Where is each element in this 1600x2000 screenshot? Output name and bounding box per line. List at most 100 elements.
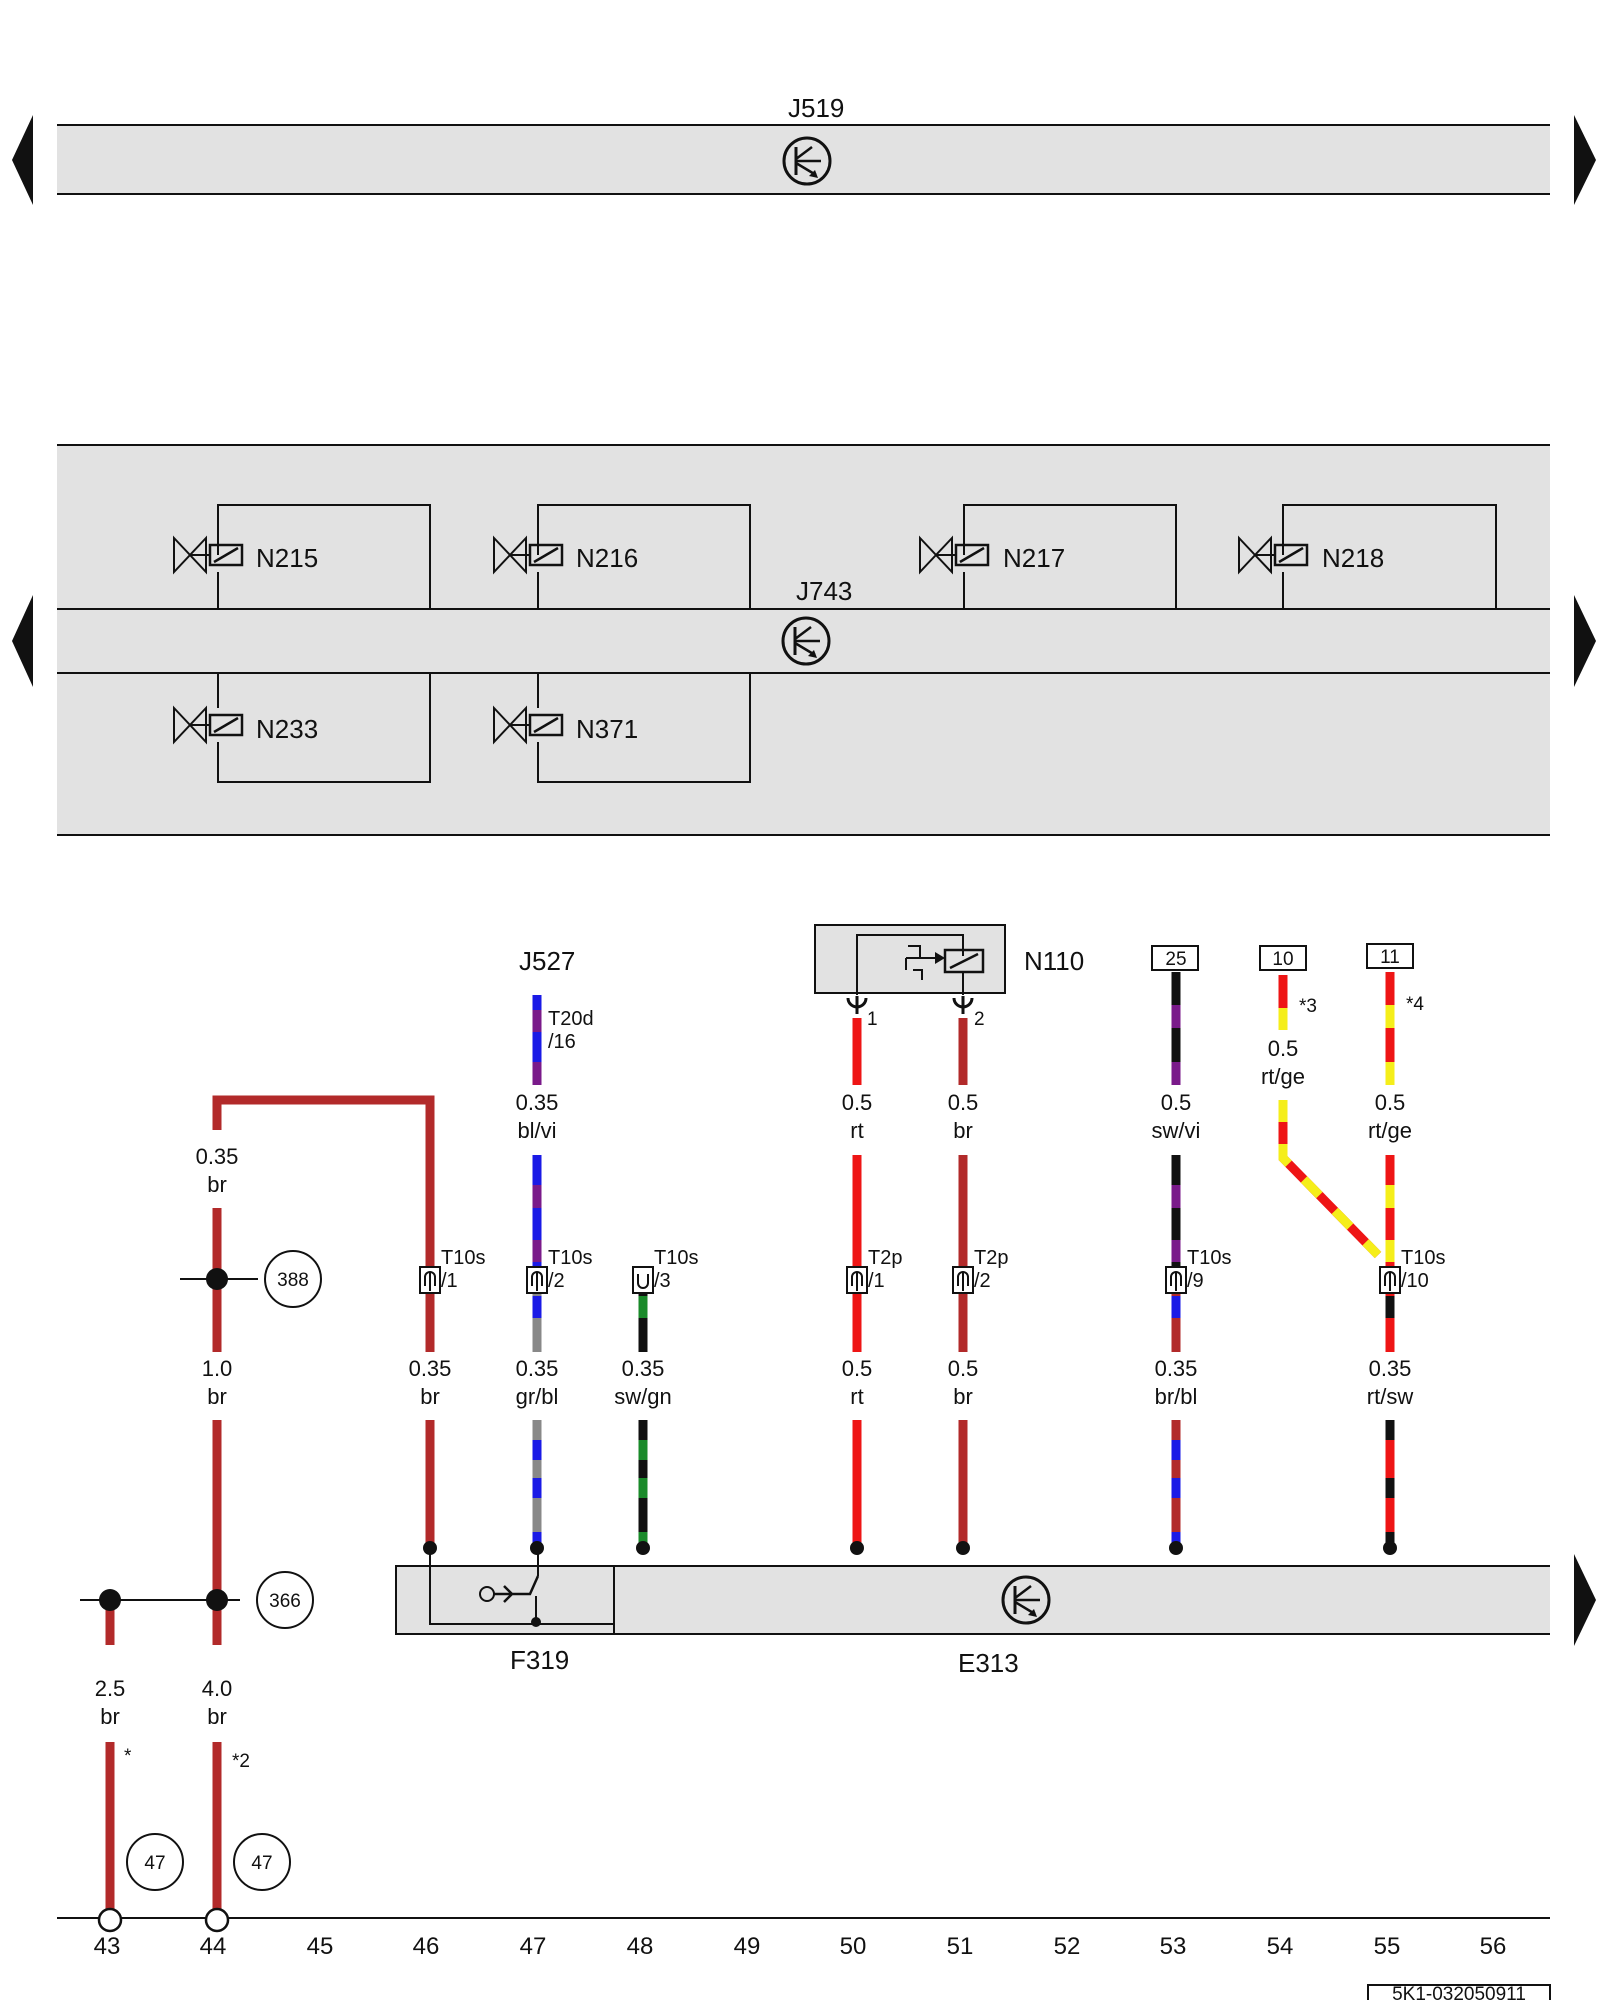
wire-size: 0.5 bbox=[1268, 1036, 1299, 1061]
wire-color: rt bbox=[850, 1118, 863, 1143]
wires bbox=[105, 972, 1395, 1915]
connector-name: T2p bbox=[868, 1247, 902, 1269]
valve-label-n371: N371 bbox=[576, 714, 638, 744]
reference-circles bbox=[126, 1250, 322, 1891]
j519-label: J519 bbox=[788, 93, 844, 123]
reference-boxes bbox=[1151, 943, 1414, 971]
column-number: 47 bbox=[520, 1933, 547, 1960]
footnote-mark: *4 bbox=[1406, 994, 1424, 1015]
terminal-circle bbox=[97, 1907, 123, 1933]
connector-pin: /1 bbox=[868, 1270, 885, 1292]
reference-388: 388 bbox=[277, 1270, 309, 1291]
connector-pin: /9 bbox=[1187, 1270, 1204, 1292]
connector-name: T10s bbox=[441, 1247, 485, 1269]
valve-label-n233: N233 bbox=[256, 714, 318, 744]
column-number: 50 bbox=[840, 1933, 867, 1960]
column-number: 53 bbox=[1160, 1933, 1187, 1960]
connector-icon bbox=[526, 1266, 548, 1294]
j519-module: J519 bbox=[57, 93, 1550, 195]
box-ref-11: 11 bbox=[1380, 947, 1400, 968]
wire-color: br bbox=[420, 1384, 440, 1409]
wire-size: 0.35 bbox=[409, 1356, 452, 1381]
e313-module: E313 bbox=[395, 1565, 1550, 1678]
j527-label: J527 bbox=[519, 946, 575, 976]
wire-44-loop bbox=[212, 1095, 435, 1270]
document-id-box bbox=[1367, 1984, 1551, 2000]
column-number: 43 bbox=[94, 1933, 121, 1960]
pin-label: 1 bbox=[867, 1009, 878, 1030]
column-number: 55 bbox=[1374, 1933, 1401, 1960]
wire-color: br bbox=[953, 1384, 973, 1409]
column-number: 48 bbox=[627, 1933, 654, 1960]
wire-color: rt/ge bbox=[1261, 1064, 1305, 1089]
connector-name: T10s bbox=[1187, 1247, 1231, 1269]
wire-color: bl/vi bbox=[517, 1118, 556, 1143]
e313-label: E313 bbox=[958, 1648, 1019, 1678]
connector-icon bbox=[632, 1266, 654, 1294]
connector-icon bbox=[952, 1266, 974, 1294]
connector-name: T20d bbox=[548, 1008, 594, 1030]
wire-color: sw/vi bbox=[1152, 1118, 1201, 1143]
wire-color: gr/bl bbox=[516, 1384, 559, 1409]
valve-label-n217: N217 bbox=[1003, 543, 1065, 573]
wire-size: 0.5 bbox=[842, 1356, 873, 1381]
valve-label-n215: N215 bbox=[256, 543, 318, 573]
wire-color: rt/ge bbox=[1368, 1118, 1412, 1143]
wire-size: 0.5 bbox=[948, 1090, 979, 1115]
connector-name: T10s bbox=[654, 1247, 698, 1269]
box-ref-25: 25 bbox=[1165, 949, 1186, 970]
wire-size: 0.35 bbox=[1369, 1356, 1412, 1381]
footnote-mark: *3 bbox=[1299, 996, 1317, 1017]
n110-valve: N110 bbox=[814, 924, 1084, 995]
column-number: 56 bbox=[1480, 1933, 1507, 1960]
n110-label: N110 bbox=[1024, 946, 1084, 976]
footnote-mark: *2 bbox=[232, 1751, 250, 1772]
footnote-mark: * bbox=[124, 1746, 132, 1767]
wire-color: rt bbox=[850, 1384, 863, 1409]
wire-color: br bbox=[207, 1704, 227, 1729]
wire-color: sw/gn bbox=[614, 1384, 671, 1409]
wire-size: 4.0 bbox=[202, 1676, 233, 1701]
wire-size: 0.5 bbox=[1161, 1090, 1192, 1115]
continue-right-arrow bbox=[1574, 595, 1596, 687]
wire-size: 0.35 bbox=[516, 1356, 559, 1381]
column-number: 44 bbox=[200, 1933, 227, 1960]
connector-icon bbox=[419, 1266, 441, 1294]
connector-icon bbox=[1165, 1266, 1187, 1294]
connector-name: T2p bbox=[974, 1247, 1008, 1269]
j743-module: J743 N215 N216 N217 N218 N233 N371 bbox=[57, 444, 1550, 836]
pin-label: 2 bbox=[974, 1009, 985, 1030]
junction-dot bbox=[206, 1589, 228, 1611]
wire-color: rt/sw bbox=[1367, 1384, 1414, 1409]
wire-color: br bbox=[100, 1704, 120, 1729]
continue-left-arrow bbox=[12, 115, 33, 205]
connector-pin: /2 bbox=[974, 1270, 991, 1292]
continue-right-arrow bbox=[1574, 1554, 1596, 1646]
reference-366: 366 bbox=[269, 1591, 301, 1612]
f319-switch: F319 bbox=[395, 1546, 615, 1675]
wire-labels: 0.35 br 1.0 br 4.0 br 2.5 br 0.35 br 0.3… bbox=[95, 1036, 1414, 1729]
j743-label: J743 bbox=[796, 576, 852, 606]
reference-47: 47 bbox=[144, 1853, 165, 1874]
wire-size: 0.5 bbox=[842, 1090, 873, 1115]
wire-size: 1.0 bbox=[202, 1356, 233, 1381]
column-number: 49 bbox=[734, 1933, 761, 1960]
wire-color: br bbox=[953, 1118, 973, 1143]
wire-color: br/bl bbox=[1155, 1384, 1198, 1409]
connector-name: T10s bbox=[548, 1247, 592, 1269]
valve-label-n216: N216 bbox=[576, 543, 638, 573]
box-ref-10: 10 bbox=[1272, 949, 1293, 970]
junction-dot bbox=[99, 1589, 121, 1611]
connector-pin: /16 bbox=[548, 1031, 576, 1053]
valve-label-n218: N218 bbox=[1322, 543, 1384, 573]
wire-color: br bbox=[207, 1172, 227, 1197]
column-number: 45 bbox=[307, 1933, 334, 1960]
column-ruler: 43 44 45 46 47 48 49 50 51 52 53 54 55 5… bbox=[94, 1933, 1507, 1960]
column-number: 51 bbox=[947, 1933, 974, 1960]
connector-pin: /3 bbox=[654, 1270, 671, 1292]
wire-size: 0.35 bbox=[1155, 1356, 1198, 1381]
pin-contact-icon bbox=[952, 994, 974, 1016]
junction-dot bbox=[206, 1268, 228, 1290]
wire-size: 0.35 bbox=[196, 1144, 239, 1169]
